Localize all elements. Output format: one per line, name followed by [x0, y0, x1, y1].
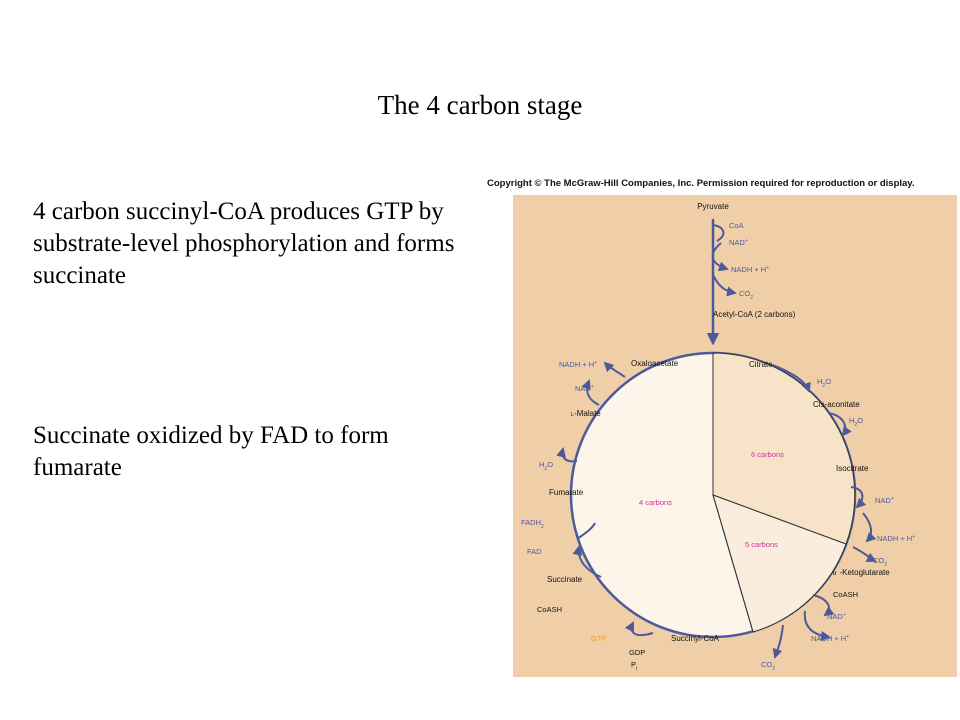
label-4-carbons: 4 carbons: [639, 498, 672, 507]
label-succinyl-coa: Succinyl-CoA: [671, 634, 720, 643]
entry-co2-curve: [712, 274, 737, 297]
label-oxaloacetate: Oxaloacetate: [631, 359, 679, 368]
label-nad-1: NAD+: [875, 496, 894, 505]
label-nadh-1: NADH + H+: [877, 534, 915, 543]
label-co2-1: CO2: [873, 556, 887, 568]
label-entry-nad: NAD+: [729, 238, 748, 247]
label-acetyl-coa: Acetyl-CoA (2 carbons): [713, 310, 796, 319]
label-nadh-3: NADH + H+: [559, 360, 597, 369]
label-nad-3: NAD+: [575, 384, 594, 393]
label-entry-coa: CoA: [729, 221, 744, 230]
label-cis-aconitate: Cis-aconitate: [813, 400, 860, 409]
label-isocitrate: Isocitrate: [836, 464, 869, 473]
label-nad-2: NAD+: [827, 612, 846, 621]
label-fad: FAD: [527, 547, 542, 556]
entry-nad-curve: [711, 242, 729, 272]
copyright-notice: Copyright © The McGraw-Hill Companies, I…: [487, 178, 915, 189]
label-citrate: Citrate: [749, 360, 773, 369]
label-ketoglutarate: α-Ketoglutarate: [833, 568, 890, 577]
label-h2o-1: H2O: [817, 377, 831, 389]
region-5-carbons: [712, 494, 847, 633]
label-h2o-2: H2O: [849, 416, 863, 428]
label-6-carbons: 6 carbons: [751, 450, 784, 459]
label-nadh-2: NADH + H+: [811, 634, 849, 643]
label-entry-co2: CO2: [739, 289, 753, 301]
paragraph-succinyl-coa: 4 carbon succinyl-CoA produces GTP by su…: [33, 198, 455, 289]
label-fadh2: FADH2: [521, 518, 544, 530]
slide-title: The 4 carbon stage: [377, 90, 583, 120]
label-coash-1: CoASH: [833, 590, 858, 599]
cofactor-arrows: [556, 361, 877, 659]
label-malate: L-Malate: [571, 409, 601, 418]
label-gtp: GTP: [591, 634, 606, 643]
label-succinate: Succinate: [547, 575, 583, 584]
label-fumarate: Fumarate: [549, 488, 584, 497]
entry-coa-curve: [712, 224, 725, 242]
label-pyruvate: Pyruvate: [697, 202, 729, 211]
divider-line: [712, 494, 754, 633]
label-pi: Pi: [631, 660, 637, 672]
label-5-carbons: 5 carbons: [745, 540, 778, 549]
label-co2-2: CO2: [761, 660, 775, 672]
label-coash-2: CoASH: [537, 605, 562, 614]
label-h2o-3: H2O: [539, 460, 553, 472]
paragraph-succinate: Succinate oxidized by FAD to form fumara…: [33, 422, 389, 481]
label-gdp: GDP: [629, 648, 645, 657]
label-entry-nadh: NADH + H+: [731, 265, 769, 274]
krebs-cycle-diagram: Pyruvate CoA NAD+ NADH + H+ CO2 Acetyl-C…: [513, 195, 957, 677]
